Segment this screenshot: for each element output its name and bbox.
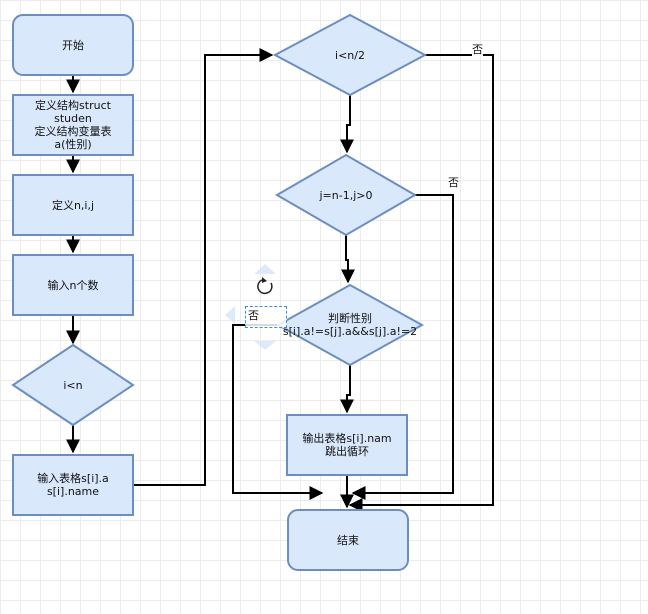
input-table-node[interactable]: [12, 454, 134, 516]
move-handle-up[interactable]: [254, 264, 276, 274]
edge-condj-to-judge[interactable]: [341, 235, 355, 284]
edge-label-judge-no[interactable]: 否: [248, 309, 259, 322]
cond-i-lt-n-node[interactable]: [11, 343, 135, 427]
start-node[interactable]: [12, 14, 134, 76]
edge-cond2-to-condj[interactable]: [340, 95, 354, 154]
move-handle-down[interactable]: [254, 341, 276, 350]
input-n-node[interactable]: [12, 254, 134, 316]
edge-condj-no[interactable]: [351, 194, 454, 500]
input-table-label: 输入表格s[i].a s[i].name: [37, 472, 109, 498]
selected-edge-label-box[interactable]: [245, 306, 287, 328]
define-struct-node[interactable]: [12, 94, 134, 156]
rotate-icon[interactable]: [257, 277, 273, 295]
cond-j-node[interactable]: [275, 153, 417, 237]
output-table-node[interactable]: [286, 414, 408, 476]
end-node[interactable]: [287, 509, 409, 571]
judge-gender-node[interactable]: [275, 283, 425, 367]
cond-j-label: j=n-1,j>0: [319, 188, 373, 202]
cond-i-lt-n-label: i<n: [63, 378, 83, 392]
cond-i-lt-n2-node[interactable]: [272, 13, 428, 97]
start-node-label: 开始: [62, 38, 84, 52]
edge-label-outer-no[interactable]: 否: [472, 43, 483, 56]
end-node-label: 结束: [337, 533, 359, 547]
define-struct-label: 定义结构struct studen 定义结构变量表 a(性别): [34, 99, 112, 151]
define-vars-node[interactable]: [12, 174, 134, 236]
edge-table-to-cond2[interactable]: [133, 48, 274, 486]
edge-judge-to-output[interactable]: [340, 365, 354, 414]
input-n-label: 输入n个数: [47, 278, 99, 292]
move-handle-left[interactable]: [225, 306, 235, 324]
output-table-label: 输出表格s[i].nam 跳出循环: [302, 432, 392, 458]
edge-cond2-no[interactable]: [348, 54, 494, 512]
cond-i-lt-n2-label: i<n/2: [335, 48, 365, 62]
judge-gender-label: 判断性别 s[i].a!=s[j].a&&s[j].a!=2: [282, 312, 418, 338]
define-vars-label: 定义n,i,j: [51, 198, 95, 212]
edge-label-inner-no[interactable]: 否: [448, 176, 459, 189]
